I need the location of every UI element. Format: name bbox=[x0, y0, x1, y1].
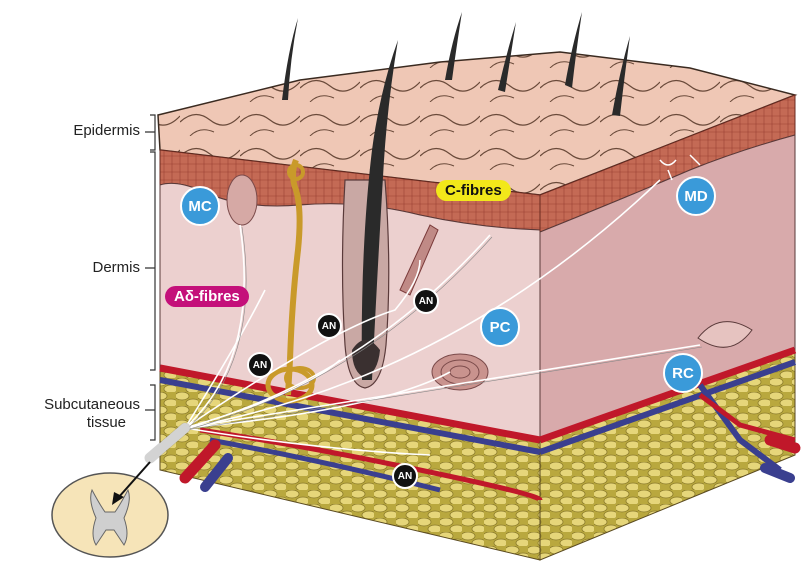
mc-badge: MC bbox=[180, 186, 220, 226]
a-delta-fibres-label: Aδ-fibres bbox=[165, 286, 249, 307]
rc-badge: RC bbox=[663, 353, 703, 393]
pc-badge: PC bbox=[480, 307, 520, 347]
md-badge: MD bbox=[676, 176, 716, 216]
subcutaneous-label-line1: Subcutaneous bbox=[20, 396, 140, 414]
dermis-label: Dermis bbox=[40, 259, 140, 277]
vein-stub-right bbox=[765, 468, 790, 478]
c-fibres-label: C-fibres bbox=[436, 180, 511, 201]
an-badge: AN bbox=[392, 463, 418, 489]
artery-stub-right bbox=[770, 440, 795, 448]
subcutaneous-label: Subcutaneous tissue bbox=[20, 396, 140, 432]
subcutaneous-label-line2: tissue bbox=[20, 414, 126, 432]
pacinian-corpuscle bbox=[432, 354, 488, 390]
meissner-corpuscle bbox=[227, 175, 257, 225]
epidermis-label: Epidermis bbox=[40, 122, 140, 140]
an-badge: AN bbox=[247, 352, 273, 378]
an-badge: AN bbox=[316, 313, 342, 339]
an-badge: AN bbox=[413, 288, 439, 314]
layer-brackets bbox=[145, 115, 155, 440]
